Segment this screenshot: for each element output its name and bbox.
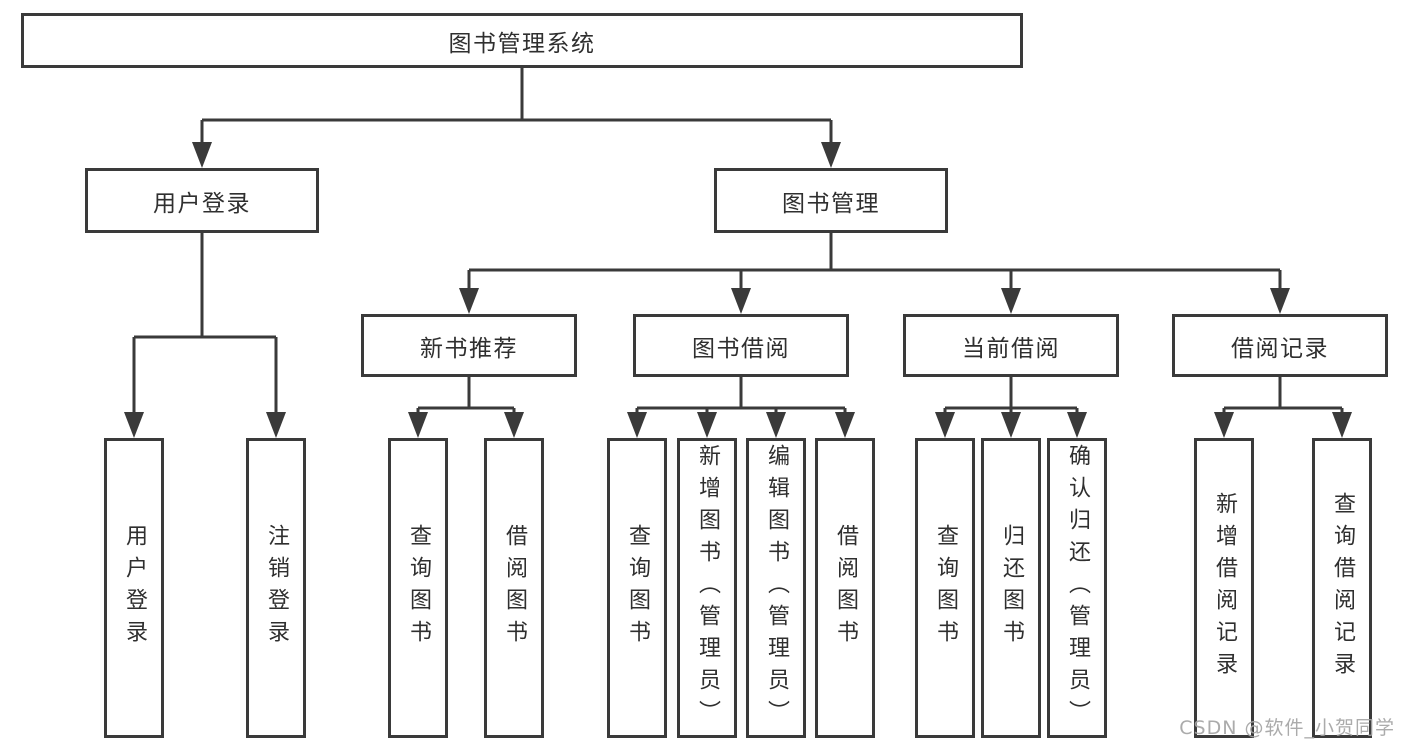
leaf-edit-books-admin: 编辑图书（管理员） bbox=[746, 438, 806, 738]
leaf-borrow-books-recommend: 借阅图书 bbox=[484, 438, 544, 738]
node-book-management: 图书管理 bbox=[714, 168, 948, 233]
leaf-query-books-borrowing: 查询图书 bbox=[607, 438, 667, 738]
leaf-return-books: 归还图书 bbox=[981, 438, 1041, 738]
watermark: CSDN @软件_小贺同学 bbox=[1179, 717, 1395, 739]
leaf-query-books-recommend: 查询图书 bbox=[388, 438, 448, 738]
leaf-query-books-current: 查询图书 bbox=[915, 438, 975, 738]
leaf-logout-login: 注销登录 bbox=[246, 438, 306, 738]
node-current-borrowing: 当前借阅 bbox=[903, 314, 1119, 377]
node-borrowing-records: 借阅记录 bbox=[1172, 314, 1388, 377]
leaf-borrow-books-borrowing: 借阅图书 bbox=[815, 438, 875, 738]
node-new-book-recommendation: 新书推荐 bbox=[361, 314, 577, 377]
leaf-confirm-return-admin: 确认归还（管理员） bbox=[1047, 438, 1107, 738]
leaf-user-login: 用户登录 bbox=[104, 438, 164, 738]
node-book-borrowing: 图书借阅 bbox=[633, 314, 849, 377]
leaf-query-borrow-record: 查询借阅记录 bbox=[1312, 438, 1372, 738]
arrowhead-icons bbox=[124, 142, 1352, 438]
node-user-login: 用户登录 bbox=[85, 168, 319, 233]
leaf-add-borrow-record: 新增借阅记录 bbox=[1194, 438, 1254, 738]
leaf-add-books-admin: 新增图书（管理员） bbox=[677, 438, 737, 738]
node-library-management-system: 图书管理系统 bbox=[21, 13, 1023, 68]
connector-lines bbox=[132, 68, 1344, 418]
